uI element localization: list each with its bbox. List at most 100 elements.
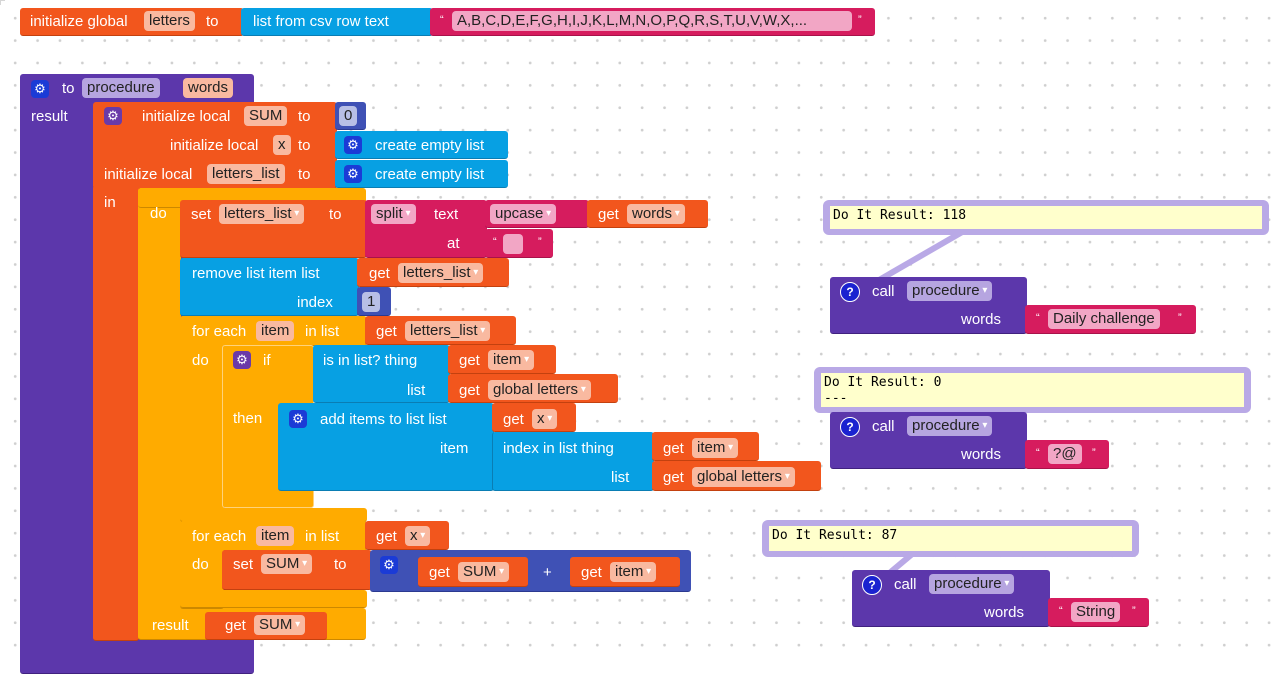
local-letters-list-field[interactable]: letters_list xyxy=(207,164,285,184)
label: do xyxy=(150,205,167,222)
label: do xyxy=(192,556,209,573)
label: to xyxy=(329,206,342,223)
label: list xyxy=(407,382,426,399)
label: get xyxy=(369,265,390,282)
label: set xyxy=(233,556,254,573)
label: initialize local xyxy=(170,137,259,154)
gear-icon[interactable]: ⚙ xyxy=(380,556,398,574)
gear-icon[interactable]: ⚙ xyxy=(104,107,122,125)
label: list xyxy=(611,469,630,486)
plus-operator: + xyxy=(543,564,552,581)
label: if xyxy=(263,352,271,369)
label: create empty list xyxy=(375,166,485,183)
variable-dropdown[interactable]: SUM xyxy=(458,562,510,582)
label: call xyxy=(894,576,917,593)
label: at xyxy=(447,235,460,252)
close-quote: ” xyxy=(1092,447,1096,459)
label: initialize global xyxy=(30,13,128,30)
label: call xyxy=(872,418,895,435)
local-sum-field[interactable]: SUM xyxy=(244,106,288,126)
variable-dropdown[interactable]: SUM xyxy=(261,554,313,574)
label: is in list? thing xyxy=(323,352,418,369)
procedure-dropdown[interactable]: procedure xyxy=(929,574,1015,594)
label: get xyxy=(225,617,246,634)
gear-icon[interactable]: ⚙ xyxy=(31,80,49,98)
open-quote: “ xyxy=(493,236,497,248)
label: create empty list xyxy=(375,137,485,154)
text-field[interactable]: String xyxy=(1071,602,1121,622)
variable-dropdown[interactable]: letters_list xyxy=(398,263,484,283)
label: words xyxy=(961,311,1002,328)
text-field[interactable]: ?@ xyxy=(1048,444,1082,464)
label: do xyxy=(192,352,209,369)
procedure-dropdown[interactable]: procedure xyxy=(907,416,993,436)
variable-dropdown[interactable]: words xyxy=(627,204,685,224)
param-words[interactable]: words xyxy=(183,78,234,98)
close-quote: ” xyxy=(858,14,862,26)
label: get xyxy=(459,352,480,369)
variable-dropdown[interactable]: item xyxy=(610,562,657,582)
label: to xyxy=(334,556,347,573)
variable-dropdown[interactable]: item xyxy=(488,350,535,370)
number-0[interactable]: 0 xyxy=(339,106,358,126)
separator-text-field[interactable] xyxy=(503,234,523,254)
label: result xyxy=(31,108,68,125)
split-dropdown[interactable]: split xyxy=(371,204,416,224)
loop-variable-item[interactable]: item xyxy=(256,321,295,341)
label: call xyxy=(872,283,895,300)
help-icon[interactable]: ? xyxy=(840,417,860,437)
label: get xyxy=(376,323,397,340)
label: get xyxy=(663,469,684,486)
label: to xyxy=(298,137,311,154)
text-field[interactable]: Daily challenge xyxy=(1048,309,1160,329)
variable-dropdown[interactable]: letters_list xyxy=(405,321,491,341)
gear-icon[interactable]: ⚙ xyxy=(344,136,362,154)
variable-dropdown[interactable]: item xyxy=(692,438,739,458)
label: index xyxy=(297,294,333,311)
label: get xyxy=(459,382,480,399)
gear-icon[interactable]: ⚙ xyxy=(289,410,307,428)
label: for each xyxy=(192,323,247,340)
label: to xyxy=(298,108,311,125)
gear-icon[interactable]: ⚙ xyxy=(233,351,251,369)
number-1[interactable]: 1 xyxy=(362,292,381,312)
procedure-dropdown[interactable]: procedure xyxy=(907,281,993,301)
label: result xyxy=(152,617,189,634)
result-text: Do It Result: 0 --- xyxy=(821,373,1244,407)
label: in list xyxy=(305,528,340,545)
label: list from csv row text xyxy=(253,13,389,30)
csv-text-field[interactable]: A,B,C,D,E,F,G,H,I,J,K,L,M,N,O,P,Q,R,S,T,… xyxy=(452,11,852,31)
open-quote: “ xyxy=(1059,605,1063,617)
loop-variable-item[interactable]: item xyxy=(256,526,295,546)
variable-dropdown[interactable]: global letters xyxy=(488,380,591,400)
help-icon[interactable]: ? xyxy=(862,575,882,595)
label: get xyxy=(581,564,602,581)
local-x-field[interactable]: x xyxy=(273,135,291,155)
result-text: Do It Result: 118 xyxy=(830,206,1262,229)
label: to xyxy=(206,13,219,30)
variable-dropdown[interactable]: letters_list xyxy=(219,204,305,224)
label: index in list thing xyxy=(503,440,614,457)
do-it-result-comment: Do It Result: 0 --- xyxy=(814,367,1251,413)
variable-dropdown[interactable]: global letters xyxy=(692,467,795,487)
variable-dropdown[interactable]: x xyxy=(405,526,431,546)
upcase-dropdown[interactable]: upcase xyxy=(490,204,557,224)
label: then xyxy=(233,410,263,427)
label: get xyxy=(598,206,619,223)
label: initialize local xyxy=(104,166,193,183)
open-quote: “ xyxy=(440,14,444,26)
do-it-result-comment: Do It Result: 87 xyxy=(762,520,1139,557)
gear-icon[interactable]: ⚙ xyxy=(344,165,362,183)
global-name-field[interactable]: letters xyxy=(144,11,195,31)
variable-dropdown[interactable]: SUM xyxy=(254,615,306,635)
label: get xyxy=(376,528,397,545)
close-quote: ” xyxy=(1132,605,1136,617)
label: get xyxy=(429,564,450,581)
procedure-name-field[interactable]: procedure xyxy=(82,78,160,98)
variable-dropdown[interactable]: x xyxy=(532,409,558,429)
label: for each xyxy=(192,528,247,545)
help-icon[interactable]: ? xyxy=(840,282,860,302)
label: initialize local xyxy=(142,108,231,125)
close-quote: ” xyxy=(538,236,542,248)
